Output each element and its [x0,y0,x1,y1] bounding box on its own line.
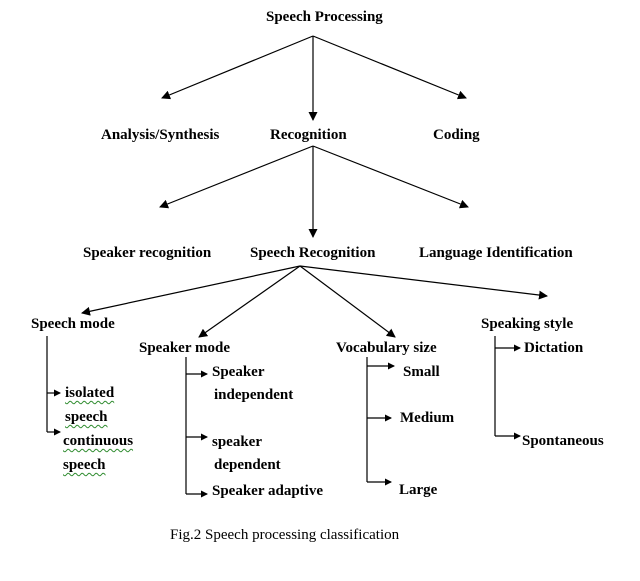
leaf-style-spontaneous: Spontaneous [522,433,604,449]
node-speech-mode: Speech mode [31,316,115,332]
arrow-root-analysis [161,35,314,100]
leaf-speaker-dependent-line1: speaker [212,434,262,450]
node-recognition: Recognition [270,127,347,143]
arrow-sr-style [299,265,548,300]
arrow-sr-vocabulary [299,265,396,338]
node-speaker-mode: Speaker mode [139,340,230,356]
leaf-continuous-line1: continuous [63,433,134,449]
leaf-speaker-independent-line1: Speaker [212,364,265,380]
node-speaking-style: Speaking style [481,316,574,332]
leaf-speaker-independent-line2: independent [214,387,294,403]
leaf-isolated-line1: isolated [65,385,115,401]
arrow-recognition-speaker [159,145,314,209]
arrow-sr-speechmode [81,265,301,316]
node-language-identification: Language Identification [419,245,573,261]
leaf-isolated-line2: speech [65,409,108,425]
arrow-recognition-language [312,145,469,209]
leaf-vocab-large: Large [399,482,438,498]
leaf-vocab-medium: Medium [400,410,455,426]
arrow-root-coding [312,35,467,100]
node-vocabulary-size: Vocabulary size [336,340,437,356]
node-speech-recognition: Speech Recognition [250,245,376,261]
figure-caption: Fig.2 Speech processing classification [170,527,400,543]
node-analysis-synthesis: Analysis/Synthesis [101,127,220,143]
leaf-style-dictation: Dictation [524,340,584,356]
leaf-continuous-line2: speech [63,457,106,473]
node-coding: Coding [433,127,480,143]
arrow-sr-speakermode [198,265,301,338]
node-speech-processing: Speech Processing [266,9,383,25]
leaf-speaker-adaptive: Speaker adaptive [212,483,323,499]
leaf-vocab-small: Small [403,364,440,380]
leaf-speaker-dependent-line2: dependent [214,457,281,473]
node-speaker-recognition: Speaker recognition [83,245,212,261]
